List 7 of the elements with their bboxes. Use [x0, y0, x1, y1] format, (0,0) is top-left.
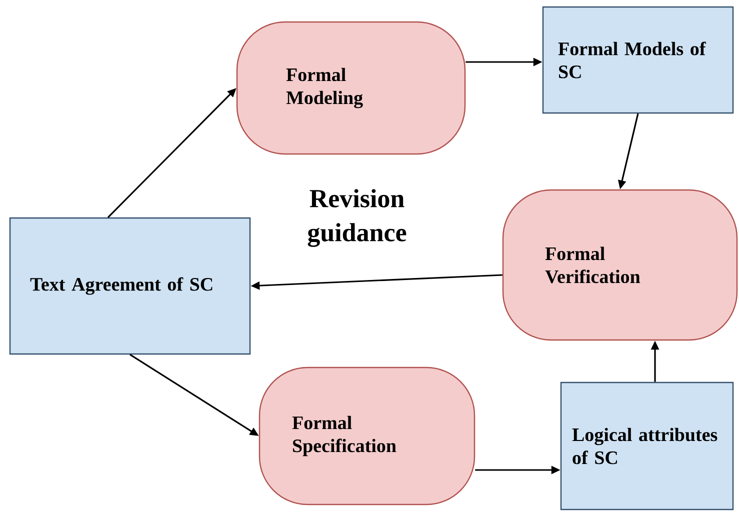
- process-box: Formal Models of SC: [542, 6, 734, 114]
- rounded-process-box: Formal Verification: [502, 189, 738, 341]
- rounded-process-box: Formal Modeling: [236, 21, 466, 155]
- edge-label: Revision guidance: [308, 189, 406, 247]
- process-box: Logical attributes of SC: [560, 382, 734, 510]
- process-box: Text Agreement of SC: [9, 217, 251, 355]
- rounded-process-box: Formal Specification: [258, 366, 476, 506]
